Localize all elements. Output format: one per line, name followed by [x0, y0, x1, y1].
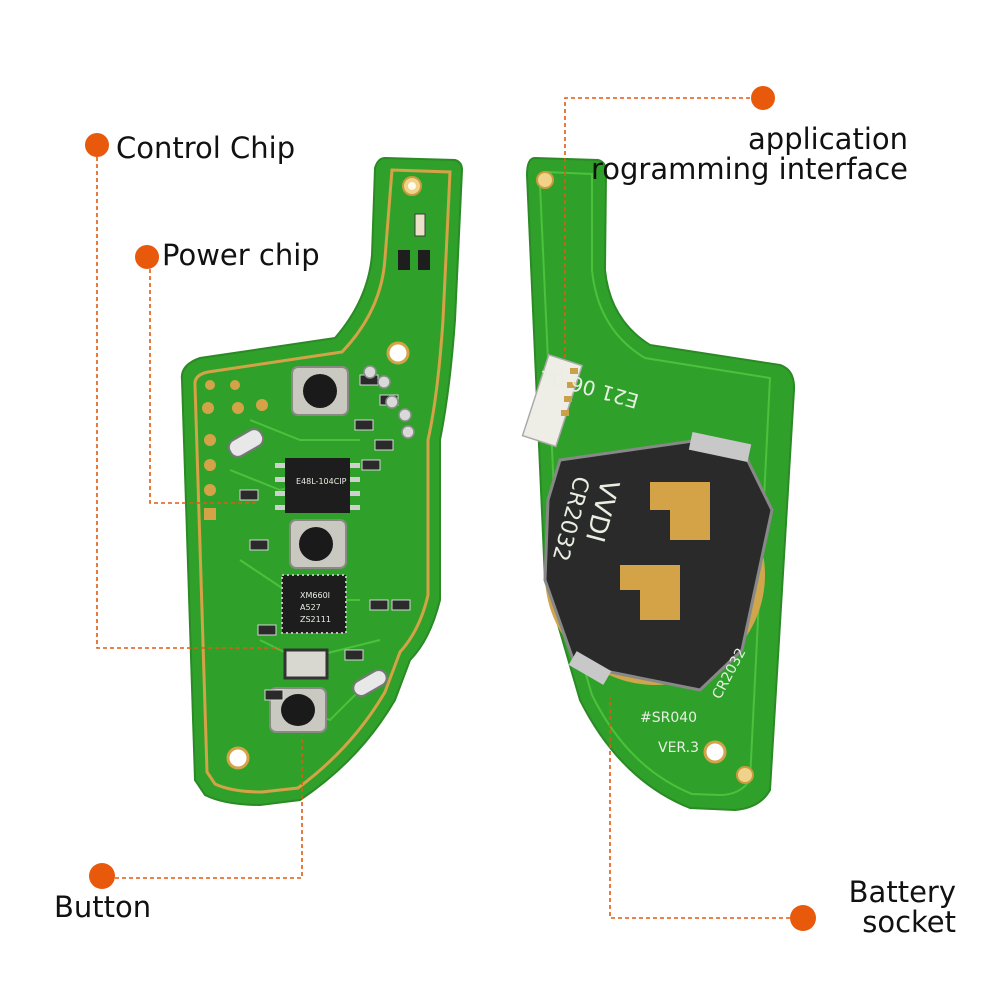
label-power-chip: Power chip — [162, 238, 320, 272]
front-pcb-board: E48L-104CIP XM660I A527 ZS2111 — [180, 156, 464, 807]
tact-button-top — [291, 366, 349, 416]
callout-control-chip — [85, 133, 280, 649]
programming-header — [521, 353, 584, 448]
tact-button-bottom — [269, 687, 327, 733]
power-chip-marking-3: ZS2111 — [300, 615, 331, 624]
sr-code-silkscreen: #SR040 — [640, 710, 697, 726]
power-chip: XM660I A527 ZS2111 — [281, 574, 347, 634]
label-button: Button — [54, 890, 152, 924]
callout-battery-socket — [609, 698, 816, 931]
control-chip: E48L-104CIP — [275, 458, 360, 513]
callout-api — [564, 86, 775, 360]
control-chip-marking: E48L-104CIP — [296, 477, 347, 486]
label-control-chip: Control Chip — [116, 131, 296, 165]
callout-power-chip — [135, 245, 258, 504]
label-api-line2: rogramming interface — [590, 152, 908, 186]
back-pcb-board: E21 06 04 VVDI CR2032 CR2032 #SR040 VER.… — [521, 156, 796, 812]
tact-button-middle — [289, 519, 347, 569]
callout-button — [89, 735, 303, 889]
power-chip-marking-1: XM660I — [300, 591, 330, 600]
label-battery-line2: socket — [862, 905, 956, 939]
label-battery-line1: Battery — [848, 875, 956, 909]
label-api-line1: application — [748, 122, 908, 156]
power-chip-marking-2: A527 — [300, 603, 321, 612]
version-silkscreen: VER.3 — [658, 740, 699, 756]
battery-holder: VVDI CR2032 — [543, 431, 774, 692]
